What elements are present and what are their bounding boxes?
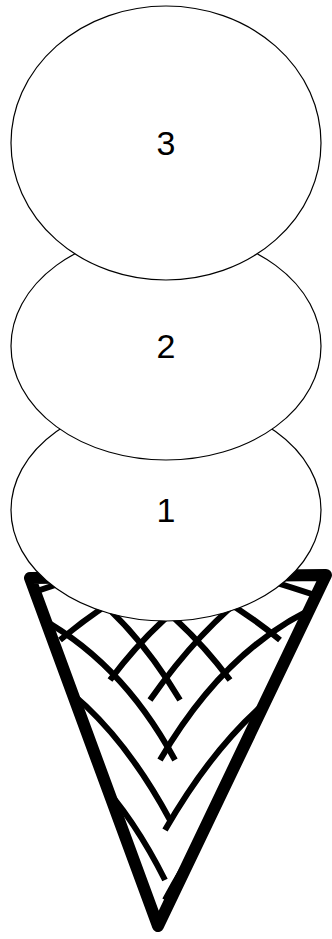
scoop-number: 2 <box>157 327 176 366</box>
scoop-ellipse: 3 <box>10 5 322 281</box>
scoop-number: 1 <box>157 491 176 530</box>
scoop-number: 3 <box>157 124 176 163</box>
cone-outline <box>30 575 326 926</box>
